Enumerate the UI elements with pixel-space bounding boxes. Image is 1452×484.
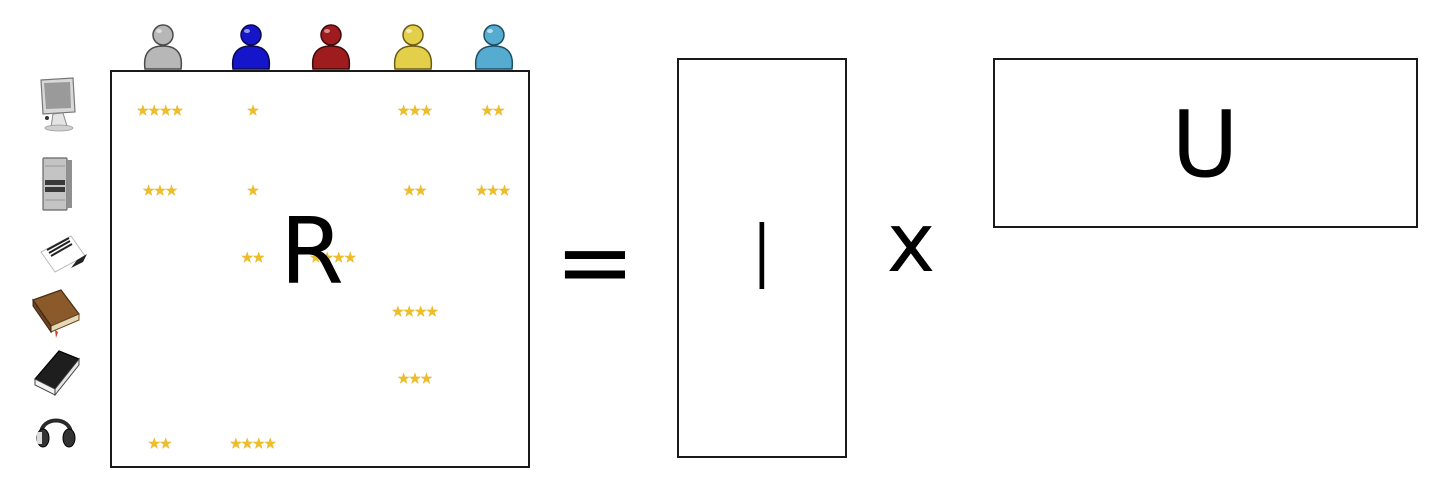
user-matrix-u [993, 58, 1418, 228]
spiral-notebook-icon [40, 235, 87, 273]
matrix-r-label: R [280, 198, 344, 305]
yellow-user-icon [393, 24, 433, 70]
matrix-i-label: I [748, 204, 776, 311]
star-rating: ★★★ [396, 101, 433, 120]
star-rating: ★★ [240, 248, 266, 267]
black-book-icon [34, 350, 80, 397]
times-sign: x [886, 196, 936, 291]
red-user-icon [311, 24, 351, 70]
equals-sign: = [554, 206, 636, 318]
headphones-icon [36, 418, 76, 448]
item-matrix-i [677, 58, 847, 458]
blue-user-icon [231, 24, 271, 70]
star-rating: ★★★ [396, 369, 433, 388]
desktop-monitor-icon [40, 77, 76, 132]
light-blue-user-icon [474, 24, 514, 70]
star-rating: ★★★★ [309, 248, 357, 267]
star-rating: ★ [246, 181, 260, 200]
brown-book-icon [32, 289, 80, 338]
star-rating: ★★★★ [229, 434, 277, 453]
star-rating: ★★ [480, 101, 506, 120]
gray-user-icon [143, 24, 183, 70]
star-rating: ★★★ [141, 181, 178, 200]
rating-matrix-r [110, 70, 530, 468]
star-rating: ★★★ [474, 181, 511, 200]
matrix-u-label: U [1171, 91, 1239, 198]
star-rating: ★★★★ [136, 101, 184, 120]
star-rating: ★ [246, 101, 260, 120]
star-rating: ★★★★ [391, 302, 439, 321]
star-rating: ★★ [402, 181, 428, 200]
computer-tower-icon [42, 157, 72, 211]
star-rating: ★★ [147, 434, 173, 453]
